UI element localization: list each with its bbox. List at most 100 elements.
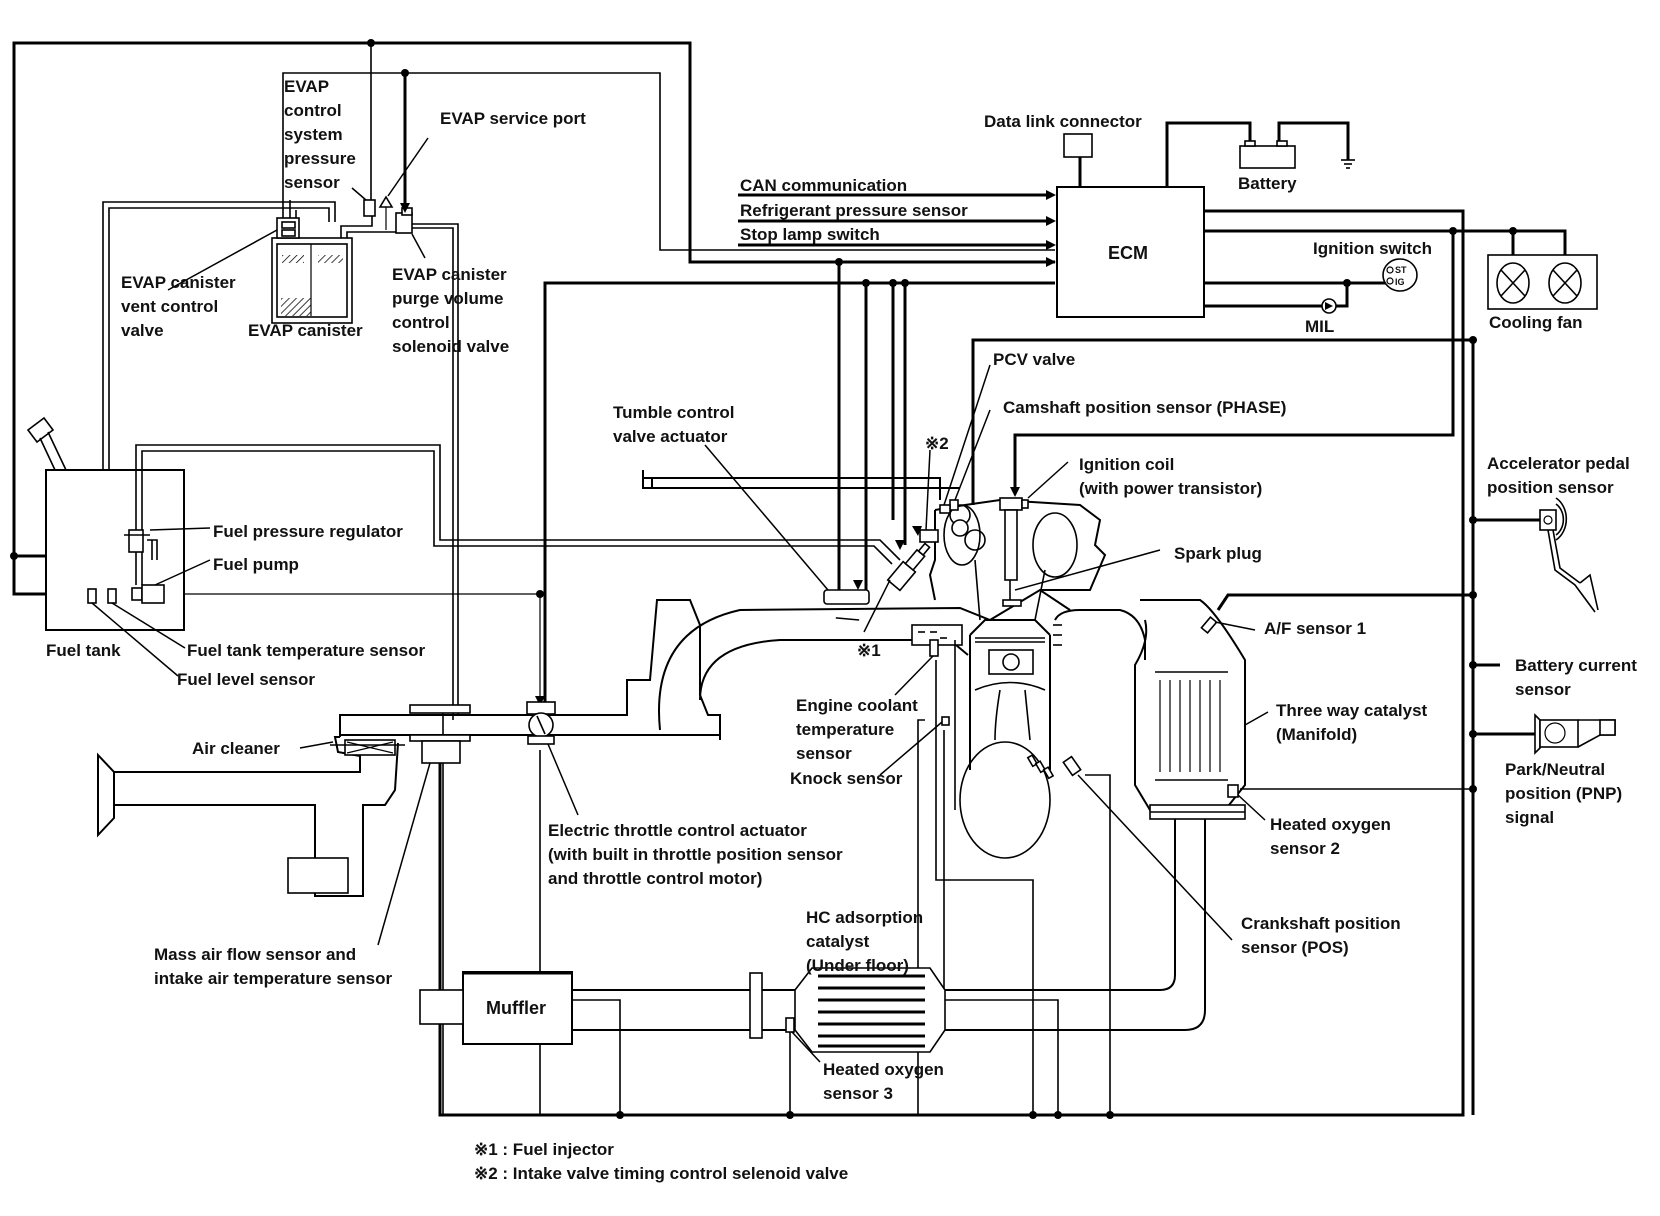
- label-pcv-valve: PCV valve: [993, 350, 1075, 369]
- mass-air-flow-sensor: [421, 740, 461, 764]
- label-engine-coolant-sensor: Engine coolant temperature sensor: [796, 696, 923, 763]
- label-knock-sensor: Knock sensor: [790, 769, 903, 788]
- junction-dot: [367, 39, 375, 47]
- fuel-pressure-regulator: [128, 529, 144, 553]
- exhaust-system: [419, 599, 1269, 1063]
- junction-dot: [1054, 1111, 1062, 1119]
- junction-dot: [1343, 279, 1351, 287]
- label-can-communication: CAN communication: [740, 176, 907, 195]
- junction-dot: [862, 279, 870, 287]
- label-heated-o2-sensor-2: Heated oxygen sensor 2: [1270, 815, 1396, 858]
- junction-dot: [1469, 591, 1477, 599]
- label-crankshaft-sensor: Crankshaft position sensor (POS): [1241, 914, 1405, 957]
- knock-sensor: [941, 716, 950, 726]
- label-spark-plug: Spark plug: [1174, 544, 1262, 563]
- label-hc-catalyst: HC adsorption catalyst (Under floor): [806, 908, 928, 975]
- junction-dot: [1469, 730, 1477, 738]
- intake-funnel: [97, 752, 115, 838]
- resonator: [287, 857, 349, 894]
- wire-right-bus-top: [438, 209, 1465, 1117]
- junction-dot: [1469, 661, 1477, 669]
- junction-dot: [1029, 1111, 1037, 1119]
- hc-adsorption-catalyst: [794, 967, 946, 1053]
- af-sensor-1: [1200, 615, 1218, 635]
- label-ecm: ECM: [1108, 243, 1148, 263]
- label-battery-current-sensor: Battery current sensor: [1515, 656, 1642, 699]
- wire-crank: [1085, 774, 1111, 1115]
- fuel-tank-body: [45, 469, 185, 631]
- label-evap-pressure-sensor: EVAP control system pressure sensor: [284, 77, 361, 192]
- wire-cam-sensor: [971, 338, 1473, 505]
- label-ignition-switch: Ignition switch: [1313, 239, 1432, 258]
- junction-dot: [1469, 785, 1477, 793]
- label-accelerator-pedal: Accelerator pedal position sensor: [1487, 454, 1634, 497]
- label-battery: Battery: [1238, 174, 1297, 193]
- junction-dot: [401, 69, 409, 77]
- label-fuel-tank-temp-sensor: Fuel tank temperature sensor: [187, 641, 425, 660]
- label-fuel-level-sensor: Fuel level sensor: [177, 670, 315, 689]
- wire-top-second: [282, 72, 1055, 251]
- label-fuel-tank: Fuel tank: [46, 641, 121, 660]
- junction-dot: [616, 1111, 624, 1119]
- label-evap-purge-valve: EVAP canister purge volume control solen…: [392, 265, 511, 356]
- junction-dot: [1106, 1111, 1114, 1119]
- evap-pressure-sensor: [363, 199, 376, 217]
- label-muffler: Muffler: [486, 998, 546, 1018]
- wire-ecm-to-engine: [543, 281, 1055, 710]
- label-three-way-catalyst: Three way catalyst (Manifold): [1276, 701, 1432, 744]
- crankshaft: [959, 741, 1051, 859]
- label-ignition-switch-st: ST: [1395, 265, 1407, 275]
- labels: EVAP control system pressure sensor EVAP…: [46, 77, 1642, 1103]
- data-link-connector: [1063, 133, 1093, 158]
- maf-sensor-top: [409, 704, 471, 714]
- wire-af-sensor: [1216, 593, 1473, 611]
- footnote-2: ※2 : Intake valve timing control selenoi…: [474, 1164, 848, 1183]
- label-fuel-pressure-regulator: Fuel pressure regulator: [213, 522, 403, 541]
- three-way-catalyst: [1159, 680, 1221, 772]
- wire-coolant: [935, 660, 1034, 1115]
- label-af-sensor-1: A/F sensor 1: [1264, 619, 1366, 638]
- junction-dot: [1469, 516, 1477, 524]
- arrow-icon: [400, 203, 410, 213]
- junction-dot: [1509, 227, 1517, 235]
- wire-ground: [1277, 121, 1350, 160]
- fuel-injector: [886, 542, 931, 592]
- muffler: [462, 971, 573, 1045]
- wire-cooling-fan: [1116, 229, 1567, 262]
- fuel-tank-temperature-sensor: [107, 588, 117, 604]
- ignition-coil: [999, 497, 1023, 511]
- arrow-icon: [1046, 190, 1056, 200]
- label-maf-sensor: Mass air flow sensor and intake air temp…: [154, 945, 392, 988]
- arrow-icon: [1046, 216, 1056, 226]
- junction-dot: [835, 258, 843, 266]
- heated-oxygen-sensor-3: [785, 1017, 795, 1033]
- junction-dot: [536, 590, 544, 598]
- fuel-level-sensor: [87, 588, 97, 604]
- label-tumble-valve: Tumble control valve actuator: [613, 403, 739, 446]
- label-cooling-fan: Cooling fan: [1489, 313, 1582, 332]
- arrow-icon: [895, 540, 905, 550]
- accelerator-pedal-position-sensor-icon: [1539, 497, 1599, 613]
- junction-dot: [1449, 227, 1457, 235]
- label-fuel-pump: Fuel pump: [213, 555, 299, 574]
- wire-mil: [1124, 283, 1349, 308]
- label-evap-service-port: EVAP service port: [440, 109, 586, 128]
- battery-icon: [1239, 145, 1296, 169]
- tumble-control-valve-actuator: [823, 589, 870, 605]
- heated-oxygen-sensor-2: [1227, 784, 1239, 798]
- junction-dot: [901, 279, 909, 287]
- exhaust-flange-2: [749, 972, 763, 1039]
- arrow-icon: [853, 580, 863, 590]
- evap-purge-valve: [395, 212, 413, 234]
- label-stop-lamp-switch: Stop lamp switch: [740, 225, 880, 244]
- cooling-fan-icon: [1496, 262, 1582, 304]
- arrow-icon: [1046, 257, 1056, 267]
- evap-system: [102, 137, 545, 720]
- wiring: [10, 39, 1570, 1119]
- wire-knock-2: [943, 730, 1059, 1115]
- label-camshaft-sensor: Camshaft position sensor (PHASE): [1003, 398, 1286, 417]
- pcv-valve: [939, 504, 951, 514]
- fuel-filler-cap: [26, 416, 55, 444]
- arrow-icon: [1010, 487, 1020, 497]
